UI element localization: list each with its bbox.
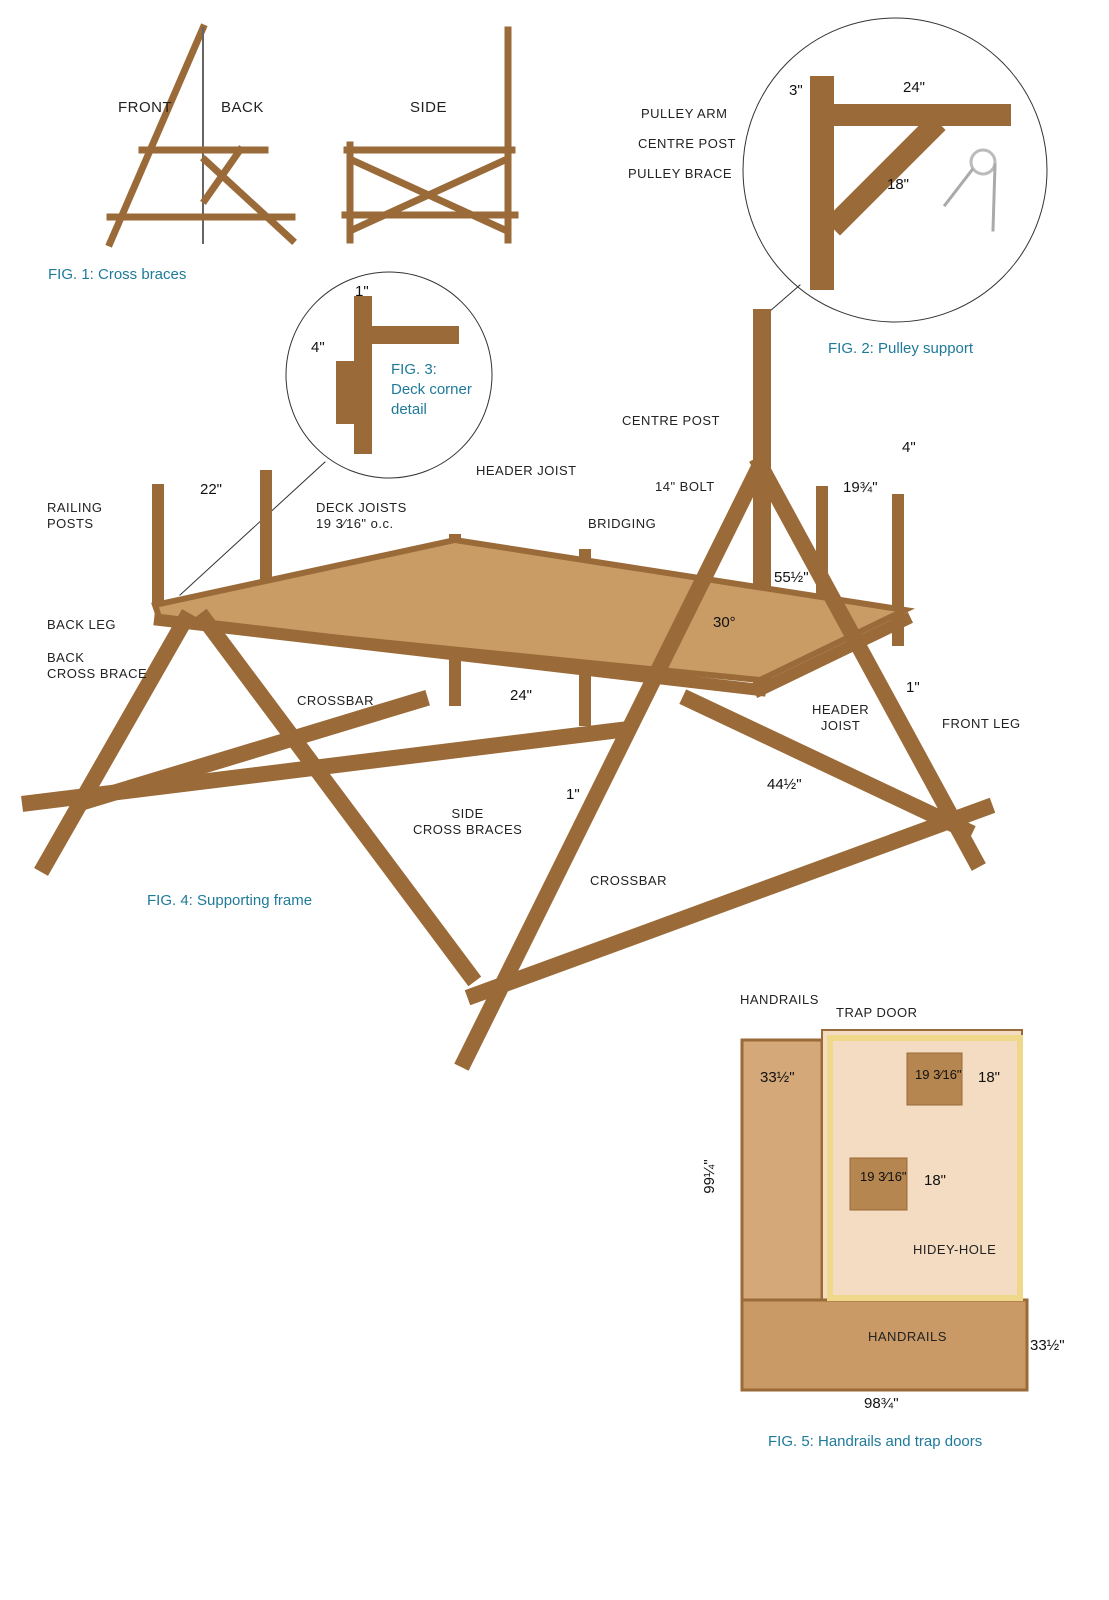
dim-55-1-2: 55½"	[774, 569, 809, 586]
label-line: BACK	[47, 650, 85, 665]
fig2-dim-24: 24"	[903, 79, 926, 96]
hidey-hole-label: HIDEY-HOLE	[913, 1242, 997, 1257]
fig5-caption: FIG. 5: Handrails and trap doors	[768, 1433, 983, 1450]
dim-24: 24"	[510, 687, 533, 704]
fig2-centre-post-label: CENTRE POST	[638, 136, 736, 151]
fig1-front-back-braces	[105, 23, 297, 248]
dim-1-mid: 1"	[566, 786, 580, 803]
bridging-label: BRIDGING	[588, 516, 657, 531]
front-leg-label: FRONT LEG	[942, 716, 1021, 731]
fig5-floor-plan	[740, 1029, 1029, 1392]
label-line: DECK JOISTS	[316, 500, 407, 515]
dim-hole-height: 18"	[924, 1172, 947, 1189]
dim-1-right: 1"	[906, 679, 920, 696]
fig2-dim-18: 18"	[887, 176, 910, 193]
label-line: HEADER	[812, 702, 870, 717]
fig3-deck-corner	[179, 296, 459, 596]
handrails-bottom-label: HANDRAILS	[868, 1329, 947, 1344]
label-line: CROSS BRACE	[47, 666, 148, 681]
trap-door-label: TRAP DOOR	[836, 1005, 918, 1020]
label-line: SIDE	[451, 806, 484, 821]
fig1-back-label: BACK	[221, 99, 264, 116]
label-line: CROSS BRACES	[413, 822, 523, 837]
dim-33-1-2-a: 33½"	[760, 1069, 795, 1086]
fig4-supporting-frame	[21, 309, 996, 1071]
dim-98-3-4: 98¾"	[864, 1395, 899, 1412]
header-joist-top-label: HEADER JOIST	[476, 463, 577, 478]
dim-trap-width: 19 3⁄16"	[915, 1067, 962, 1082]
label-line: RAILING	[47, 500, 103, 515]
fig2-pulley-brace-label: PULLEY BRACE	[628, 166, 733, 181]
label-line: JOIST	[820, 718, 861, 733]
dim-19-3-4: 19¾"	[843, 479, 878, 496]
fig3-caption-line: FIG. 3:	[391, 361, 437, 378]
bolt-label: 14" BOLT	[655, 479, 715, 494]
dim-33-1-2-b: 33½"	[1030, 1337, 1065, 1354]
dim-trap-height: 18"	[978, 1069, 1001, 1086]
dim-hole-width: 19 3⁄16"	[860, 1169, 907, 1184]
back-leg-label: BACK LEG	[47, 617, 117, 632]
dim-44-1-2: 44½"	[767, 776, 802, 793]
centre-post-label: CENTRE POST	[622, 413, 720, 428]
fig1-side-label: SIDE	[410, 99, 448, 116]
crossbar-label: CROSSBAR	[297, 693, 374, 708]
fig1-front-label: FRONT	[118, 99, 173, 116]
dim-22: 22"	[200, 481, 223, 498]
crossbar-label: CROSSBAR	[590, 873, 667, 888]
handrails-top-label: HANDRAILS	[740, 992, 819, 1007]
fig1-caption: FIG. 1: Cross braces	[48, 266, 187, 283]
fig1-side-braces	[341, 26, 519, 244]
fig3-caption-line: detail	[391, 401, 427, 418]
fig2-pulley-support	[761, 76, 1011, 319]
fig3-caption: FIG. 3: Deck corner detail	[391, 360, 472, 420]
fig3-dim-1: 1"	[355, 283, 369, 300]
fig3-caption-line: Deck corner	[391, 381, 472, 398]
fig2-pulley-arm-label: PULLEY ARM	[641, 106, 728, 121]
dim-99-1-4: 99¼"	[700, 1159, 718, 1194]
fig2-caption: FIG. 2: Pulley support	[828, 340, 974, 357]
label-line: POSTS	[47, 516, 94, 531]
angle-30: 30°	[713, 614, 736, 631]
fig3-dim-4: 4"	[311, 339, 325, 356]
label-line: 19 3⁄16" o.c.	[316, 516, 394, 531]
fig3-detail-circle	[285, 271, 493, 479]
fig4-caption: FIG. 4: Supporting frame	[147, 892, 313, 909]
dim-4: 4"	[902, 439, 916, 456]
fig2-dim-3: 3"	[789, 82, 803, 99]
fig2-detail-circle	[742, 17, 1048, 323]
